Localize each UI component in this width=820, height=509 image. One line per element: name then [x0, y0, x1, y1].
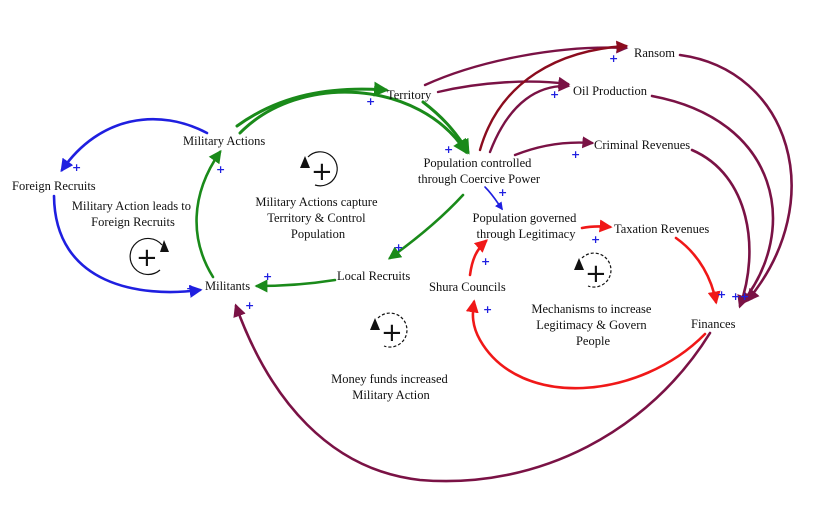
loop-circle-arrow	[129, 237, 163, 276]
link-military-actions-to-territory	[235, 81, 389, 128]
loop-label-line: Foreign Recruits	[91, 215, 175, 229]
node-label-line: through Coercive Power	[418, 172, 541, 186]
link-population-coercive-to-ransom	[478, 40, 629, 152]
link-foreign-recruits-to-militants	[52, 194, 203, 298]
loop-label-legitimacy: Mechanisms to increase Legitimacy & Gove…	[531, 302, 654, 348]
node-criminal-revenues: Criminal Revenues	[594, 138, 690, 152]
polarity-sign: +	[717, 288, 726, 301]
loop-polarity: +	[136, 243, 158, 273]
loop-circle-arrowhead	[370, 318, 380, 330]
link-military-actions-to-population-coercive	[238, 90, 468, 155]
node-local-recruits: Local Recruits	[337, 269, 410, 283]
loop-label-foreign: Military Action leads to Foreign Recruit…	[72, 199, 194, 229]
loop-label-line: Population	[291, 227, 346, 241]
link-population-coercive-to-oil-production	[488, 79, 571, 154]
link-oil-production-to-finances	[650, 94, 775, 306]
loop-marker-money: +	[370, 312, 408, 348]
loop-circle-arrow	[377, 312, 408, 348]
node-finances: Finances	[691, 317, 736, 331]
node-militants: Militants	[205, 279, 250, 293]
loop-marker-legitimacy: +	[574, 252, 612, 289]
polarity-sign: +	[731, 290, 740, 303]
link-local-recruits-to-militants	[254, 278, 337, 293]
polarity-sign: +	[481, 255, 490, 268]
polarity-sign: +	[186, 282, 195, 295]
polarity-sign: +	[550, 88, 559, 101]
node-territory: Territory	[387, 88, 432, 102]
polarity-sign: +	[609, 52, 618, 65]
link-legitimacy-to-taxation-revenues	[580, 219, 613, 233]
polarity-sign: +	[216, 163, 225, 176]
loop-circle-arrowhead	[160, 240, 169, 252]
loop-polarity: +	[381, 318, 403, 348]
loop-label-line: Territory & Control	[267, 211, 366, 225]
node-oil-production: Oil Production	[573, 84, 648, 98]
node-military-actions: Military Actions	[183, 134, 265, 148]
link-militants-to-military-actions	[195, 149, 222, 279]
polarity-sign: +	[498, 186, 507, 199]
node-population-legitimacy: Population governed through Legitimacy	[473, 211, 580, 241]
polarity-sign: +	[245, 299, 254, 312]
polarity-sign: +	[72, 161, 81, 174]
loop-circle-arrow	[307, 151, 338, 187]
loop-label-line: Mechanisms to increase	[531, 302, 652, 316]
loop-circle-arrow	[581, 252, 612, 288]
node-label-line: Population governed	[473, 211, 578, 225]
node-population-coercive: Population controlled through Coercive P…	[418, 156, 541, 186]
polarity-sign: +	[591, 233, 600, 246]
link-polarities: + + + + + + + + + + + + + + + + + +	[72, 52, 749, 316]
polarity-sign: +	[366, 95, 375, 108]
link-population-coercive-to-criminal-revenues	[513, 136, 595, 157]
loop-circle-arrowhead	[574, 258, 584, 270]
loop-marker-territory: +	[300, 151, 338, 187]
loop-label-line: Military Actions capture	[255, 195, 378, 209]
link-ransom-to-finances	[678, 53, 793, 303]
link-taxation-revenues-to-finances	[674, 236, 721, 305]
loop-label-line: Military Action leads to	[72, 199, 191, 213]
link-territory-to-population-coercive	[421, 100, 470, 155]
link-criminal-revenues-to-finances	[690, 148, 751, 309]
node-label-line: through Legitimacy	[477, 227, 577, 241]
loop-label-line: Legitimacy & Govern	[536, 318, 647, 332]
link-population-coercive-to-legitimacy	[484, 186, 503, 211]
link-shura-councils-to-legitimacy	[468, 239, 488, 277]
node-shura-councils: Shura Councils	[429, 280, 506, 294]
link-military-actions-to-foreign-recruits	[60, 117, 209, 173]
loop-circle-arrowhead	[300, 156, 310, 168]
loop-labels: Military Action leads to Foreign Recruit…	[72, 195, 654, 402]
node-ransom: Ransom	[634, 46, 675, 60]
loop-polarity: +	[585, 259, 607, 289]
polarity-sign: +	[394, 241, 403, 254]
node-label-line: Population controlled	[423, 156, 532, 170]
polarity-sign: +	[483, 303, 492, 316]
links	[52, 40, 793, 483]
polarity-sign: +	[444, 143, 453, 156]
loop-label-territory: Military Actions capture Territory & Con…	[255, 195, 380, 241]
loop-label-line: People	[576, 334, 610, 348]
link-finances-to-shura-councils	[465, 299, 707, 390]
polarity-sign: +	[740, 290, 749, 303]
link-territory-to-oil-production	[436, 76, 571, 94]
link-finances-to-militants	[233, 303, 712, 483]
link-population-coercive-to-local-recruits	[387, 193, 465, 260]
loop-label-money: Money funds increased Military Action	[331, 372, 451, 402]
loop-marker-foreign: +	[129, 237, 169, 276]
node-taxation-revenues: Taxation Revenues	[614, 222, 709, 236]
polarity-sign: +	[263, 270, 272, 283]
loop-label-line: Money funds increased	[331, 372, 448, 386]
nodes: Territory Military Actions Foreign Recru…	[12, 46, 736, 331]
node-foreign-recruits: Foreign Recruits	[12, 179, 96, 193]
loop-label-line: Military Action	[352, 388, 430, 402]
polarity-sign: +	[571, 148, 580, 161]
loop-polarity: +	[311, 157, 333, 187]
